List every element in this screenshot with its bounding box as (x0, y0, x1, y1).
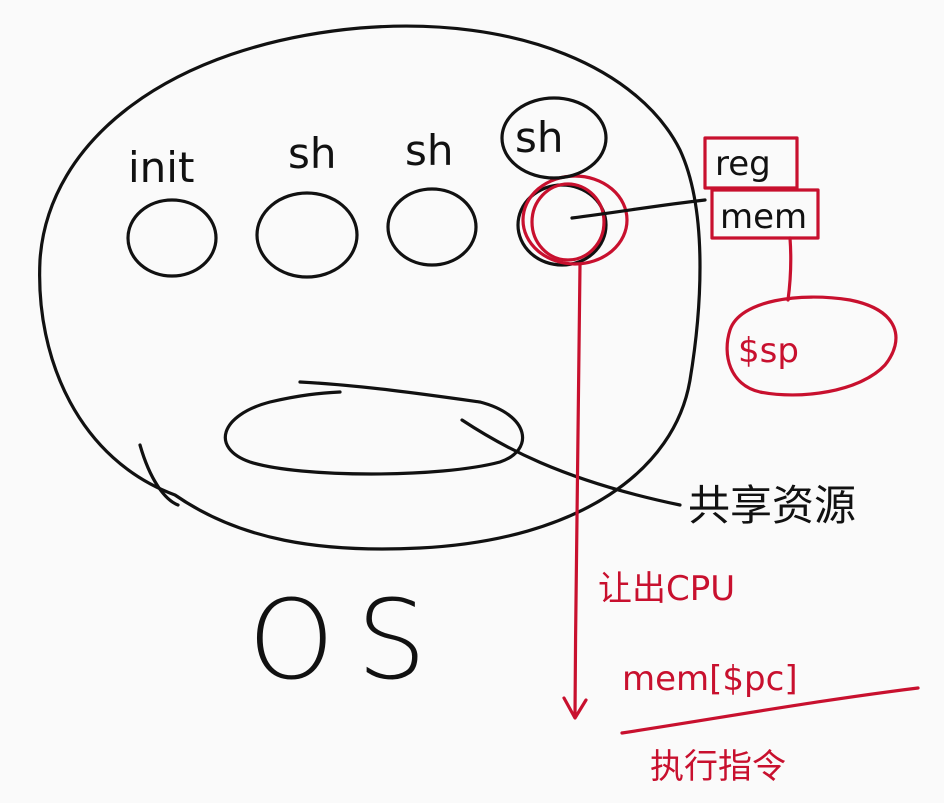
mem-pc-underline (620, 686, 920, 735)
stack-pointer-blob (725, 295, 898, 397)
os-blob-lower-lip (138, 443, 180, 507)
label-yield-cpu: 让出CPU (598, 569, 735, 609)
mem-to-sp-connector (786, 236, 793, 302)
execution-flow-arrow (573, 263, 582, 717)
label-init: init (128, 143, 194, 192)
reg-box (703, 136, 799, 190)
current-process-highlight (521, 174, 629, 266)
os-boundary-blob (38, 24, 702, 551)
label-sh-2: sh (405, 126, 454, 175)
label-sh-3: sh (515, 113, 564, 162)
label-mem: mem (720, 197, 807, 237)
current-process-highlight-inner (530, 182, 606, 262)
label-sh-1: sh (288, 129, 337, 178)
process-circle-init (126, 198, 218, 278)
process-circle-sh-2 (386, 187, 478, 267)
mem-box (710, 188, 820, 240)
label-stack-pointer: $sp (738, 331, 799, 371)
label-execute-instruction: 执行指令 (650, 747, 786, 787)
execution-flow-arrowhead (562, 696, 588, 720)
process-circle-sh-1 (255, 191, 359, 279)
shared-resource-connector (460, 418, 682, 507)
label-os: OS (248, 576, 448, 704)
label-shared-resource: 共享资源 (688, 481, 856, 530)
shared-resource-ellipse (223, 380, 525, 476)
process-to-state-connector (570, 198, 707, 220)
sh-label-circle (500, 96, 608, 180)
label-mem-pc: mem[$pc] (622, 659, 798, 699)
label-reg: reg (715, 144, 771, 184)
